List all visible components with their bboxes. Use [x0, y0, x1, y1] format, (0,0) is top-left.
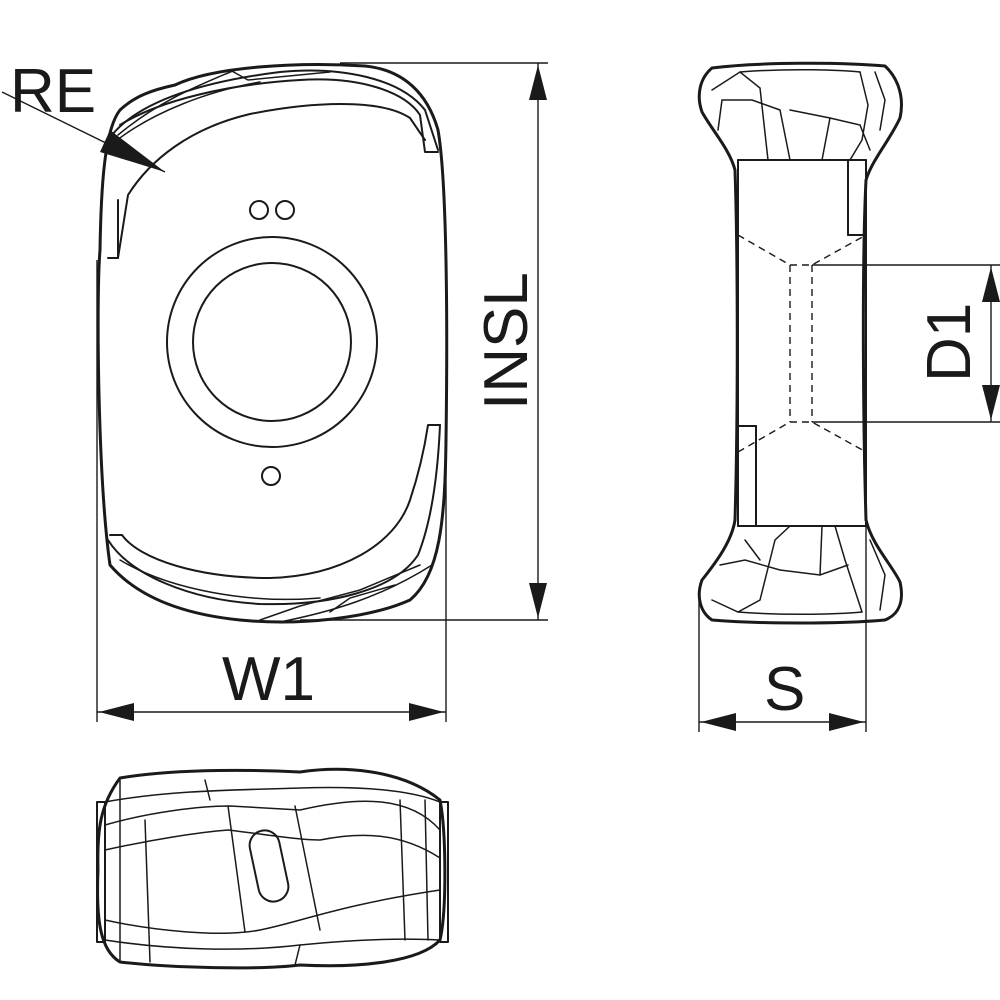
side-bottom-facets-5 [869, 539, 886, 611]
top-facet-11 [399, 799, 406, 941]
re-label: RE [10, 57, 96, 126]
front-top-facet-2 [117, 69, 236, 136]
side-bottom-facets-3 [819, 525, 823, 576]
side-bottom-facets-1 [711, 525, 791, 613]
side-top-facets-4 [821, 117, 831, 161]
side-bottom-facets-2 [719, 559, 849, 576]
re-leader-arrow [100, 130, 165, 172]
top-facet-3 [104, 829, 441, 859]
insl-arrow-top [529, 65, 547, 100]
front-bottom-facet-1 [119, 559, 321, 601]
front-inner-top-contour [107, 69, 439, 151]
side-bottom-facets-4 [834, 525, 863, 613]
side-top-facets-1 [711, 71, 769, 161]
insl-dimension: INSL [300, 62, 548, 621]
top-facet-13 [294, 944, 301, 966]
side-bottom-facets-6 [737, 611, 863, 616]
w1-dimension: W1 [96, 260, 447, 722]
top-facet-12 [424, 799, 429, 941]
top-view [96, 767, 449, 970]
top-facet-4 [104, 889, 441, 934]
insl-label: INSL [472, 272, 541, 410]
top-facet-7 [144, 819, 151, 963]
w1-label: W1 [222, 645, 315, 714]
front-chip-breaker-bottom [109, 424, 441, 579]
top-view-right-tab [439, 801, 449, 943]
front-bottom-facet-3 [279, 564, 433, 623]
d1-arrow-top [982, 267, 1000, 302]
side-top-facets-3 [789, 109, 871, 151]
re-annotation: RE [1, 57, 166, 173]
front-view-outline [96, 63, 449, 624]
front-marking-dot-1 [249, 200, 269, 220]
top-facet-9 [227, 805, 246, 933]
front-bottom-facet-2 [259, 564, 421, 621]
front-view [96, 63, 449, 624]
side-top-facets-7 [739, 68, 861, 73]
side-top-facets-6 [874, 71, 886, 131]
s-label: S [764, 655, 805, 724]
side-view-outline [697, 61, 903, 625]
side-hole-chamfer-bottom [737, 421, 867, 453]
top-view-left-tab [96, 801, 106, 943]
s-dimension: S [698, 526, 867, 732]
front-bottom-facet-4 [329, 584, 396, 613]
d1-label: D1 [915, 303, 984, 382]
insl-arrow-bottom [529, 583, 547, 618]
top-view-slot [248, 829, 290, 903]
top-facet-5 [104, 938, 441, 950]
top-facet-10 [294, 805, 321, 931]
s-arrow-left [701, 713, 736, 731]
d1-arrow-bottom [982, 385, 1000, 420]
front-chip-breaker-top [117, 103, 426, 259]
w1-arrow-left [99, 703, 134, 721]
front-inner-bottom-contour [107, 424, 441, 606]
side-top-facets-5 [849, 71, 869, 161]
front-marking-dot-2 [275, 200, 295, 220]
side-view [697, 61, 903, 625]
w1-arrow-right [409, 703, 444, 721]
top-facet-1 [104, 786, 441, 803]
front-top-facet-1 [104, 81, 261, 151]
front-chip-breaker-top-2 [107, 199, 119, 259]
front-top-facet-3 [229, 69, 331, 81]
front-hole-outer [166, 236, 378, 448]
d1-dimension: D1 [812, 264, 1000, 423]
top-facet-2 [104, 800, 441, 831]
side-top-facets-2 [717, 99, 791, 161]
top-view-outline [96, 767, 447, 970]
side-bottom-facets-7 [744, 539, 761, 561]
front-marking-dot-3 [261, 466, 281, 486]
top-facet-8 [204, 779, 211, 801]
front-hole-inner [192, 262, 352, 422]
s-arrow-right [829, 713, 864, 731]
front-inner-top-rake [119, 78, 439, 153]
side-hole-chamfer-top [737, 234, 867, 266]
